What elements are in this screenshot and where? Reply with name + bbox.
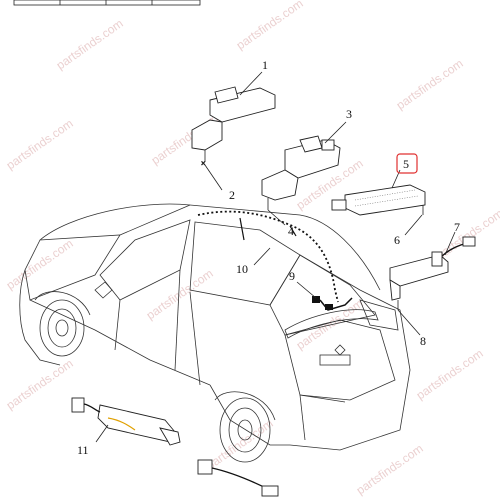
watermark-text: partsfinds.com <box>354 441 426 497</box>
callout-label-9: 9 <box>289 269 295 283</box>
leader-lines <box>95 71 456 443</box>
callout-labels: 1 2 3 4 5 6 7 8 9 10 11 <box>77 58 460 457</box>
callout-label-4: 4 <box>288 224 294 238</box>
watermark-text: partsfinds.com <box>4 356 76 412</box>
svg-text:×: × <box>201 159 206 168</box>
watermarks: partsfinds.com partsfinds.com partsfinds… <box>4 0 500 497</box>
header-table-stub <box>13 0 201 6</box>
watermark-text: partsfinds.com <box>204 416 276 472</box>
callout-label-3: 3 <box>346 107 352 121</box>
part-7-harness <box>389 236 476 310</box>
watermark-text: partsfinds.com <box>4 116 76 172</box>
callout-label-2: 2 <box>229 188 235 202</box>
vehicle-outline <box>19 203 411 463</box>
callout-label-6: 6 <box>394 233 400 247</box>
watermark-text: partsfinds.com <box>54 16 126 72</box>
watermark-text: partsfinds.com <box>394 56 466 112</box>
part-11-bracket <box>71 397 181 446</box>
callout-label-10: 10 <box>236 262 248 276</box>
callout-label-1: 1 <box>262 58 268 72</box>
part-3-module <box>261 135 341 210</box>
callout-label-11: 11 <box>77 443 89 457</box>
callout-label-5: 5 <box>403 157 409 171</box>
watermark-text: partsfinds.com <box>414 346 486 402</box>
roof-wiring-harness <box>197 210 353 311</box>
bottom-connector-cable <box>197 459 279 497</box>
callout-label-8: 8 <box>420 334 426 348</box>
part-5-module <box>331 184 426 216</box>
callout-label-7: 7 <box>454 220 460 234</box>
label-5-highlight <box>396 153 418 174</box>
part-1-antenna-bracket: × <box>191 86 276 168</box>
watermark-text: partsfinds.com <box>234 0 306 52</box>
watermark-text: partsfinds.com <box>4 236 76 292</box>
